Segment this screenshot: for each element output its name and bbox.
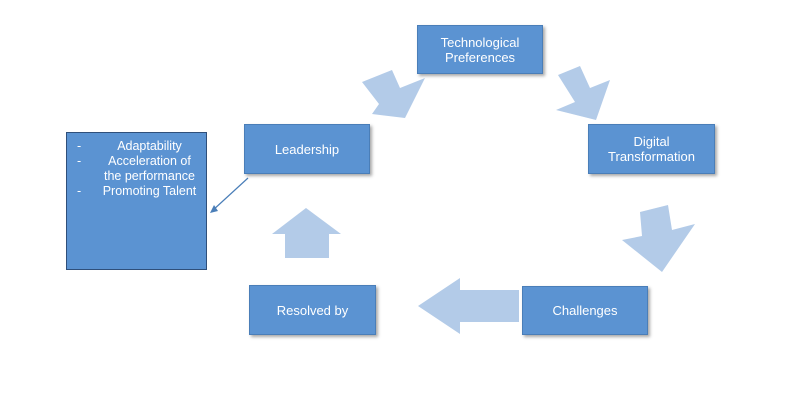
attribute-text: Adaptability <box>117 139 182 153</box>
attribute-bullet: - <box>77 139 82 153</box>
connector-line-to-attributes <box>211 177 249 212</box>
attribute-item: - Promoting Talent <box>73 184 200 199</box>
block-arrow-to-resolved-by <box>418 278 519 334</box>
attribute-bullet: - <box>77 184 82 198</box>
block-arrow-to-digital-transformation <box>556 66 610 120</box>
attribute-text: Acceleration of the performance <box>103 154 196 183</box>
attribute-item: - Acceleration of the performance <box>73 154 200 184</box>
node-technological-preferences: Technological Preferences <box>417 25 543 74</box>
attribute-bullet: - <box>77 154 82 168</box>
block-arrow-to-challenges <box>622 205 695 272</box>
attribute-item: - Adaptability <box>73 139 200 154</box>
attribute-text: Promoting Talent <box>102 184 197 198</box>
leadership-attributes-box: - Adaptability - Acceleration of the per… <box>66 132 207 270</box>
node-digital-transformation: Digital Transformation <box>588 124 715 174</box>
block-arrow-to-leadership <box>362 70 425 118</box>
node-resolved-by: Resolved by <box>249 285 376 335</box>
node-leadership: Leadership <box>244 124 370 174</box>
connector-arrowhead <box>210 205 218 213</box>
block-arrow-to-leadership-up <box>272 208 341 258</box>
node-challenges: Challenges <box>522 286 648 335</box>
